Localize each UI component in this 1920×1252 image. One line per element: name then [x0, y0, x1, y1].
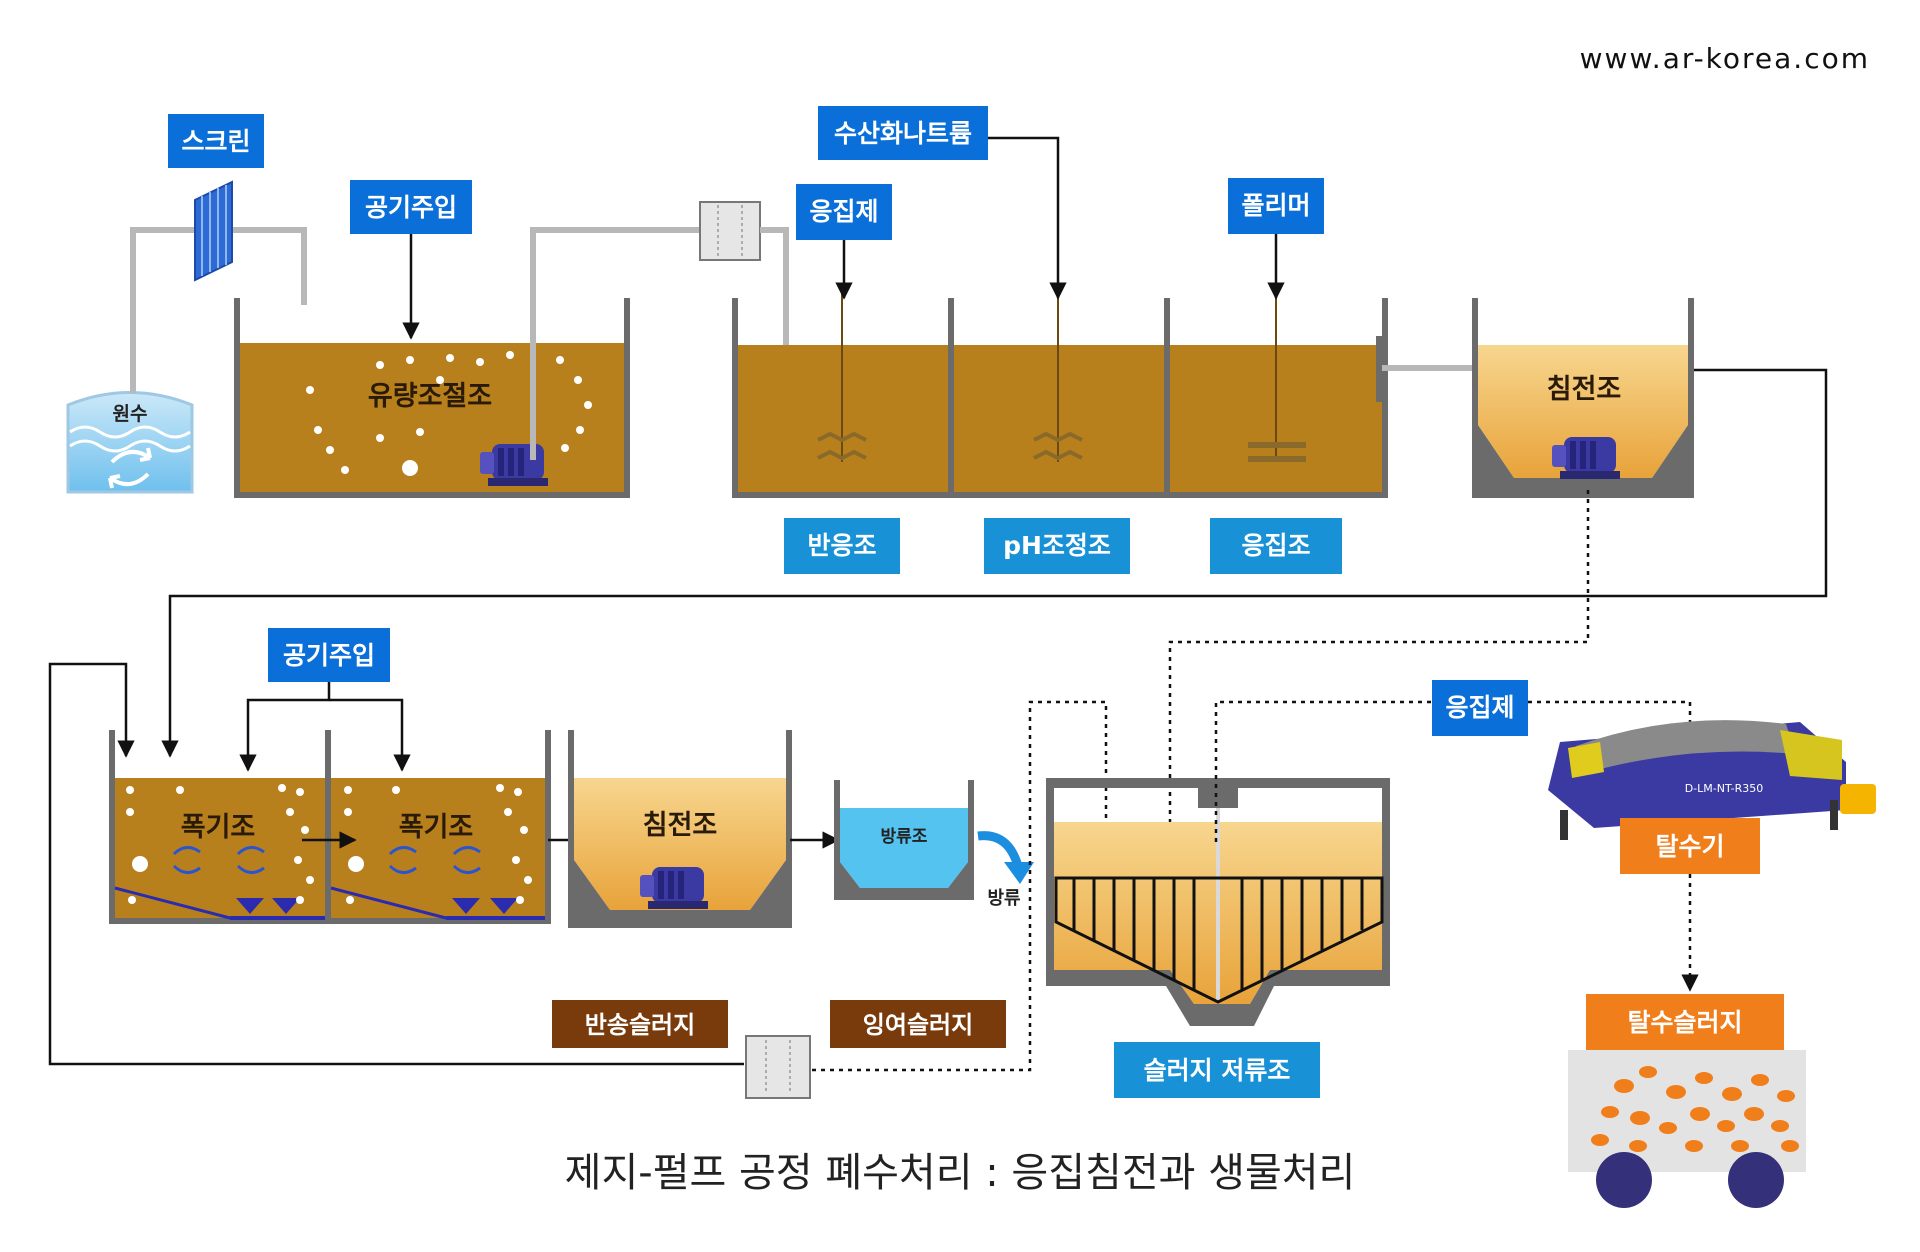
sludge-storage-tank: [1046, 778, 1390, 1026]
svg-text:공기주입: 공기주입: [283, 641, 375, 670]
raw-water-tank: 원수: [66, 391, 194, 494]
settling-tank-1: 침전조: [1472, 298, 1694, 498]
aeration-2-text: 폭기조: [399, 812, 474, 843]
mixer-icon: [817, 431, 867, 461]
svg-text:응집조: 응집조: [1241, 531, 1310, 560]
svg-text:폴리머: 폴리머: [1241, 191, 1310, 220]
svg-text:응집제: 응집제: [1445, 693, 1514, 722]
label-air-injection-2: 공기주입: [268, 628, 390, 682]
label-dewatered-sludge: 탈수슬러지: [1586, 994, 1784, 1050]
label-return-sludge: 반송슬러지: [552, 1000, 728, 1048]
discharge-tank: 방류조: [834, 780, 974, 900]
aeration-tanks: 폭기조 폭기조: [109, 730, 551, 924]
label-ph-tank: pH조정조: [984, 518, 1130, 574]
label-coagulant-2: 응집제: [1432, 680, 1528, 736]
discharge-tank-text: 방류조: [881, 827, 928, 847]
label-polymer: 폴리머: [1228, 178, 1324, 234]
svg-text:탈수기: 탈수기: [1655, 832, 1724, 861]
label-dehydrator: 탈수기: [1620, 818, 1760, 874]
paddle-icon: [1248, 442, 1306, 448]
label-screen: 스크린: [168, 114, 264, 168]
recycle-icon: [108, 447, 152, 489]
svg-text:응집제: 응집제: [809, 197, 878, 226]
equalization-text: 유량조절조: [368, 381, 492, 412]
svg-text:탈수슬러지: 탈수슬러지: [1627, 1008, 1742, 1037]
label-naoh: 수산화나트륨: [818, 106, 988, 160]
equalization-tank: 유량조절조: [234, 298, 630, 498]
aeration-1-text: 폭기조: [181, 812, 256, 843]
machine-model-text: D-LM-NT-R350: [1685, 782, 1764, 795]
svg-text:잉여슬러지: 잉여슬러지: [863, 1011, 973, 1039]
svg-text:슬러지 저류조: 슬러지 저류조: [1144, 1056, 1291, 1085]
scraper-arms: [1072, 878, 1364, 990]
air-bubbles: [126, 784, 532, 904]
sludge-cart: [1568, 1050, 1806, 1208]
website-url: www.ar-korea.com: [1580, 42, 1870, 75]
label-excess-sludge: 잉여슬러지: [830, 1000, 1006, 1048]
screen-icon: [194, 180, 233, 282]
settling-1-text: 침전조: [1547, 374, 1622, 405]
discharge-text: 방류: [987, 888, 1020, 909]
dehydrator-machine: D-LM-NT-R350: [1548, 720, 1876, 840]
chemical-tanks: [732, 288, 1388, 498]
svg-text:반송슬러지: 반송슬러지: [585, 1011, 695, 1039]
mixer-icon: [1033, 431, 1083, 461]
valve-box: [745, 1035, 811, 1099]
label-sludge-storage: 슬러지 저류조: [1114, 1042, 1320, 1098]
circulation-icon: [172, 846, 481, 874]
settling-2-text: 침전조: [643, 810, 718, 841]
raw-water-text: 원수: [113, 403, 148, 425]
air-bubbles: [306, 351, 592, 476]
settling-tank-2: 침전조: [568, 730, 792, 928]
svg-text:공기주입: 공기주입: [365, 193, 457, 222]
label-coag-tank: 응집조: [1210, 518, 1342, 574]
svg-text:pH조정조: pH조정조: [1003, 531, 1111, 560]
diagram-title: 제지-펄프 공정 폐수처리 : 응집침전과 생물처리: [565, 1150, 1356, 1196]
svg-text:스크린: 스크린: [181, 127, 250, 156]
label-air-injection-1: 공기주입: [350, 180, 472, 234]
valve-box: [699, 201, 761, 261]
label-coagulant-1: 응집제: [796, 184, 892, 240]
svg-text:수산화나트륨: 수산화나트륨: [834, 119, 972, 148]
svg-text:반응조: 반응조: [807, 531, 876, 560]
label-reaction-tank: 반응조: [784, 518, 900, 574]
discharge-arrow: [977, 831, 1023, 868]
